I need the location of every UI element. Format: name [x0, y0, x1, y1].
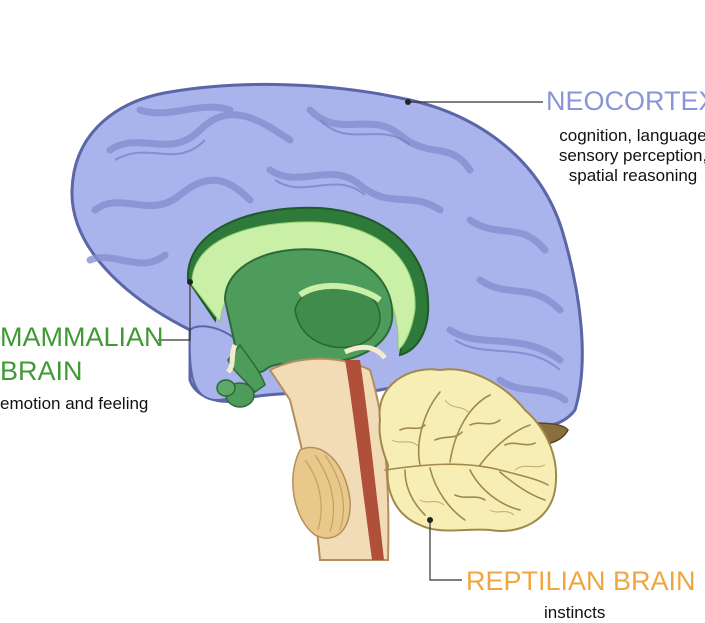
- mammalian-pointer-dot: [187, 279, 193, 285]
- cerebellum: [378, 368, 558, 532]
- neocortex-title: NEOCORTEX: [546, 86, 705, 116]
- amygdala-small: [216, 379, 236, 397]
- mammalian-leader: [158, 282, 191, 341]
- neocortex-pointer-dot: [405, 99, 411, 105]
- leader-lines: [158, 101, 543, 581]
- reptilian-region: [268, 357, 558, 561]
- mammalian-description: emotion and feeling: [0, 394, 149, 413]
- mammalian-region: [186, 206, 430, 408]
- reptilian-title: REPTILIAN BRAIN: [466, 566, 696, 596]
- reptilian-description: instincts: [544, 603, 606, 622]
- neocortex-desc-line-2: sensory perception,: [558, 146, 705, 165]
- mammalian-title-line-1: MAMMALIAN: [0, 322, 164, 352]
- thalamus-highlight: [298, 282, 382, 303]
- neocortex-desc-line-1: cognition, language: [559, 126, 705, 145]
- neocortex-desc-line-3: spatial reasoning: [568, 166, 698, 185]
- neocortex-description: cognition, language sensory perception, …: [548, 126, 705, 186]
- reptilian-pointer-dot: [427, 517, 433, 523]
- mammalian-title-line-2: BRAIN: [0, 356, 83, 386]
- brainstem-stripe: [345, 360, 384, 560]
- pons: [292, 446, 351, 539]
- reptilian-leader: [429, 520, 462, 581]
